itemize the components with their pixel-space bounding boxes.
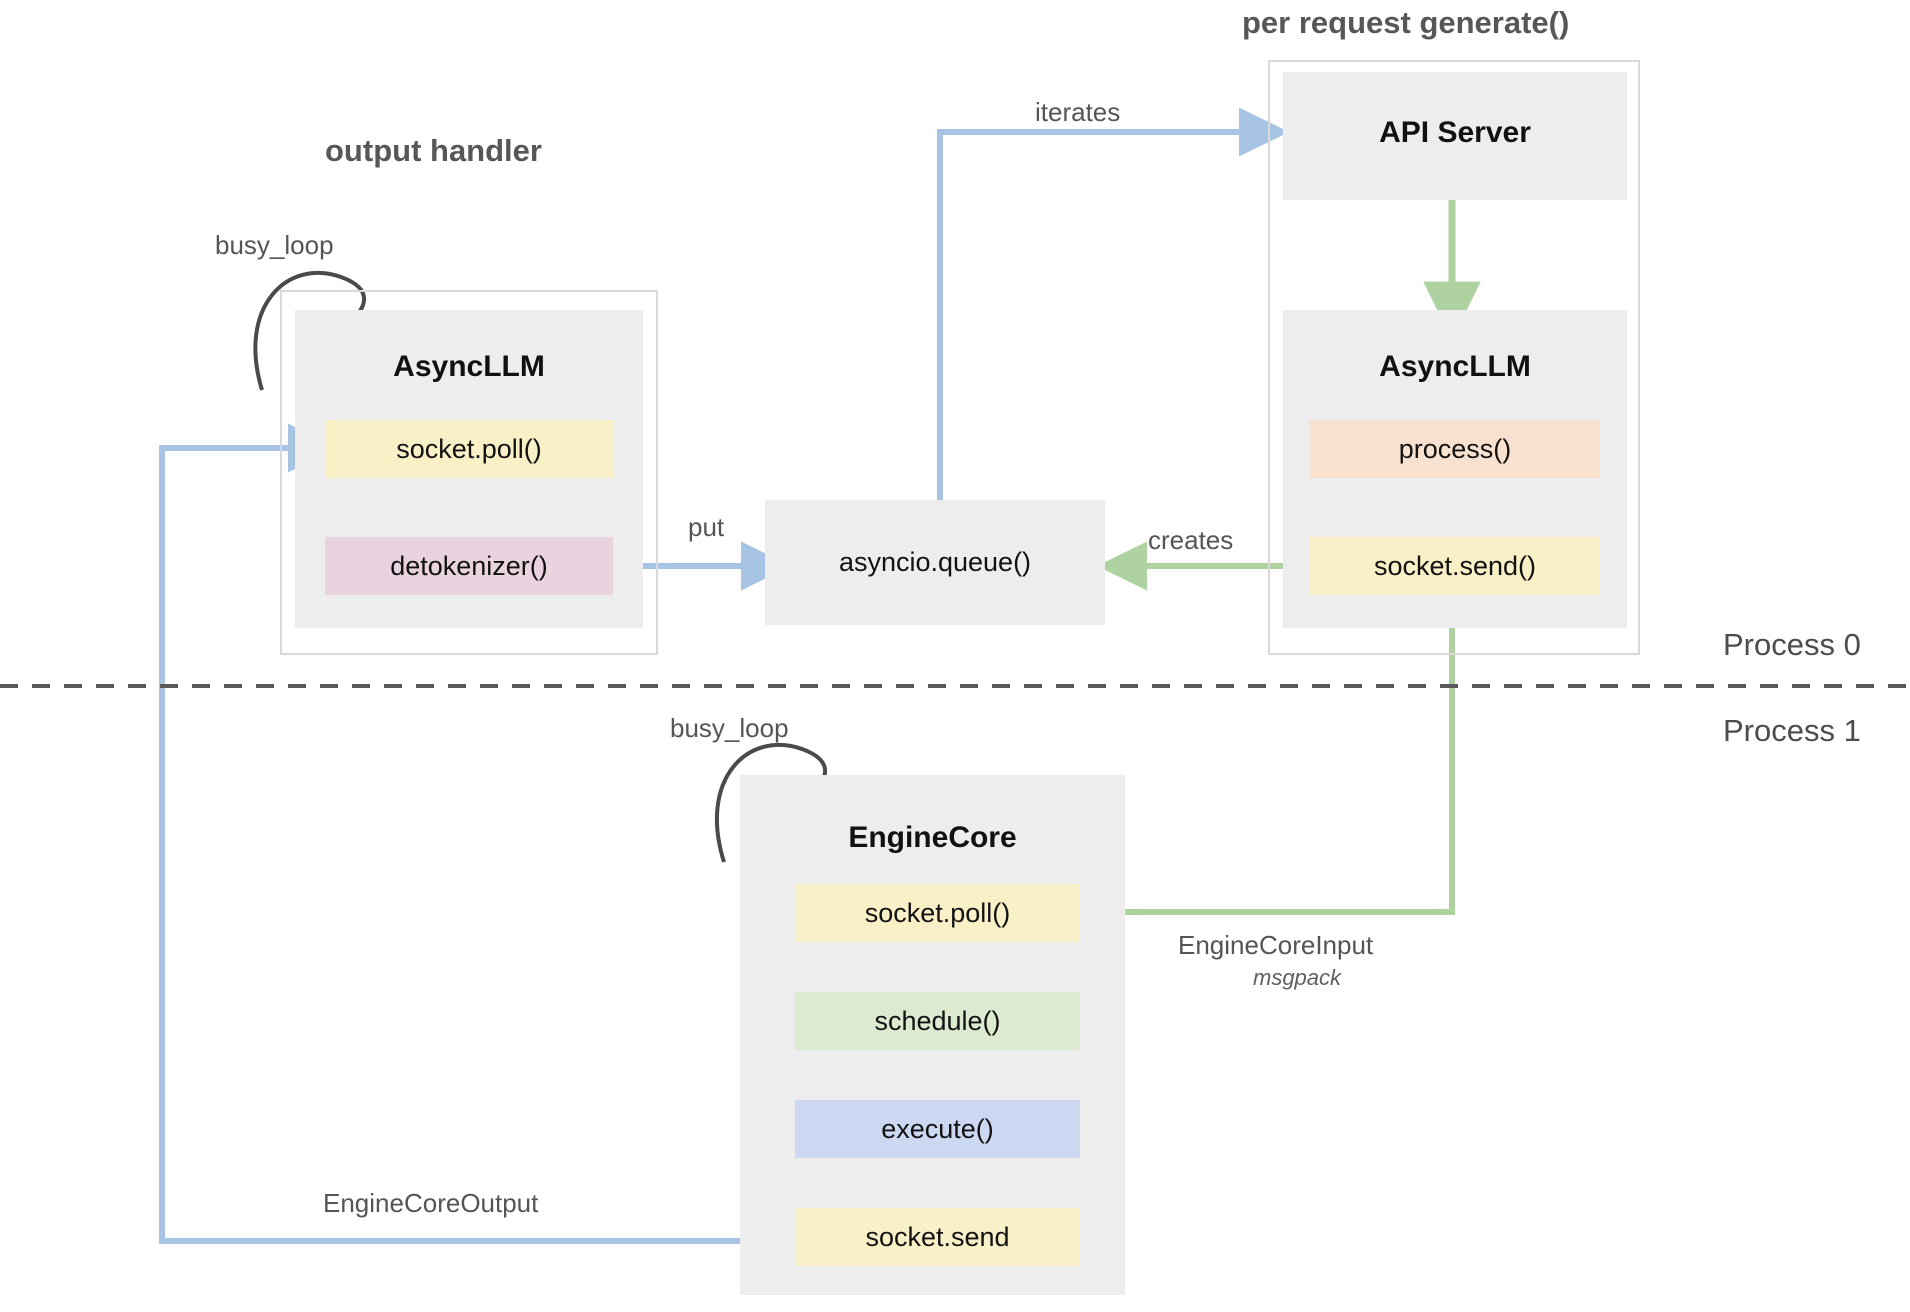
engine-core-input-label: EngineCoreInput <box>1178 930 1374 960</box>
step-schedule[interactable]: schedule() <box>795 992 1080 1050</box>
process-1-label: Process 1 <box>1723 713 1861 748</box>
busy-loop-label-enginecore: busy_loop <box>670 713 789 743</box>
step-execute[interactable]: execute() <box>795 1100 1080 1158</box>
engine-core-input-arrow <box>1062 600 1455 937</box>
process-0-label: Process 0 <box>1723 627 1861 662</box>
step-socket-poll-enginecore[interactable]: socket.poll() <box>795 884 1080 942</box>
busy-loop-arrow-asyncllm <box>253 270 366 391</box>
asyncllm-output-handler-title: AsyncLLM <box>393 350 545 383</box>
step-detokenizer[interactable]: detokenizer() <box>325 537 613 595</box>
put-label: put <box>688 512 725 542</box>
per-request-container <box>1268 60 1640 655</box>
output-handler-title: output handler <box>325 133 542 168</box>
iterates-arrow <box>937 107 1290 500</box>
creates-label: creates <box>1148 525 1234 555</box>
step-socket-poll-output-handler[interactable]: socket.poll() <box>325 420 613 478</box>
step-socket-send-asyncllm[interactable]: socket.send() <box>1310 537 1600 595</box>
per-request-title: per request generate() <box>1242 5 1570 40</box>
step-process[interactable]: process() <box>1310 420 1600 478</box>
asyncllm-per-request-title: AsyncLLM <box>1379 350 1531 383</box>
engine-core-output-arrow <box>159 423 757 1244</box>
enginecore-title: EngineCore <box>848 821 1017 854</box>
api-server-box[interactable]: API Server <box>1283 72 1627 200</box>
api-server-title: API Server <box>1379 116 1531 149</box>
engine-core-input-sublabel: msgpack <box>1253 965 1342 990</box>
asyncio-queue-box[interactable]: asyncio.queue() <box>765 500 1105 625</box>
busy-loop-label-asyncllm: busy_loop <box>215 230 334 260</box>
output-handler-container <box>280 290 658 655</box>
iterates-label: iterates <box>1035 97 1121 127</box>
engine-core-output-label: EngineCoreOutput <box>323 1188 539 1218</box>
step-socket-send-enginecore[interactable]: socket.send <box>795 1208 1080 1266</box>
